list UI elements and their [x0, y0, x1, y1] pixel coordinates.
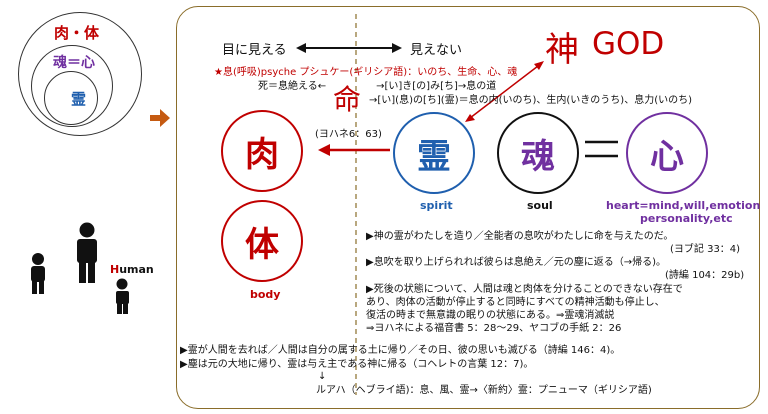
etymology-line-3: →[い](息)の[ち](霊)＝息の内(いのち)、生内(いきのうち)、息力(いのち… [369, 95, 692, 106]
god-kanji: 神 [545, 30, 579, 70]
bottom-line-1: ▶霊が人間を去れば／人間は自分の属する土に帰り／その日、彼の思いも滅びる（詩編 … [180, 345, 621, 356]
heart-kanji: 心 [650, 136, 684, 177]
note-2-ref: (詩編 104：29b) [665, 270, 745, 281]
header-invisible: 見えない [410, 43, 463, 58]
note-2: ▶息吹を取り上げられれば彼らは息絶え／元の塵に返る（→帰る)。 [366, 257, 666, 268]
etymology-line-1: ★息(呼吸)psyche プシュケー(ギリシア語)：いのち、生命、心、魂 [214, 67, 518, 78]
soul-kanji: 魂 [521, 136, 555, 177]
body-circle: 体 [221, 200, 303, 282]
inner-ring [44, 71, 98, 125]
bottom-line-2: ▶塵は元の大地に帰り、霊は与え主である神に帰る（コヘレトの言葉 12：7)。 [180, 359, 534, 370]
body-kanji: 体 [245, 224, 279, 265]
spirit-to-god-arrow [469, 65, 539, 119]
heart-label-1: heart=mind,will,emotion [606, 199, 761, 212]
middle-ring-label: 魂＝心 [53, 55, 95, 71]
inochi-kanji: 命 [333, 83, 362, 116]
soul-label: soul [527, 199, 553, 212]
body-label: body [250, 288, 281, 301]
note-1: ▶神の霊がわたしを造り／全能者の息吹がわたしに命を与えたのだ。 [366, 231, 674, 242]
god-english: GOD [592, 26, 665, 62]
inner-ring-label: 霊 [71, 90, 87, 108]
note-3-line-1: ▶死後の状態について、人間は魂と肉体を分けることのできない存在で [366, 284, 683, 295]
human-label: Human [110, 263, 154, 276]
flesh-circle: 肉 [221, 110, 303, 192]
spirit-kanji: 霊 [417, 136, 451, 177]
spirit-circle: 霊 [393, 112, 475, 194]
bottom-arrow: ↓ [318, 371, 327, 382]
note-1-ref: (ヨブ記 33：4) [670, 244, 741, 255]
john-reference: (ヨハネ6：63) [315, 129, 382, 140]
orange-arrow [150, 109, 170, 127]
outer-ring-label: 肉・体 [54, 24, 100, 42]
etymology-line-2: 死＝息絶える← →[い]き[の]み[ち]→息の道 [258, 81, 497, 92]
spirit-label: spirit [420, 199, 453, 212]
main-panel [176, 6, 760, 409]
note-3-line-2: あり、肉体の活動が停止すると同時にすべての精神活動も停止し、 [366, 297, 665, 308]
soul-circle: 魂 [497, 112, 579, 194]
heart-circle: 心 [626, 112, 708, 194]
header-visible: 目に見える [222, 43, 287, 58]
note-3-line-3: 復活の時まで無意識の眠りの状態にある。⇒霊魂消滅説 [366, 310, 615, 321]
note-3-line-4: ⇒ヨハネによる福音書 5：28〜29、ヤコブの手紙 2：26 [366, 323, 622, 334]
middle-ring [31, 45, 113, 127]
heart-label-2: personality,etc [640, 212, 733, 225]
flesh-kanji: 肉 [245, 134, 279, 175]
bottom-line-3: ルアハ（ヘブライ語)：息、風、霊→〈新約〉霊：プニューマ（ギリシア語) [316, 385, 652, 396]
human-figures-icon [31, 222, 129, 314]
outer-ring [18, 12, 142, 136]
